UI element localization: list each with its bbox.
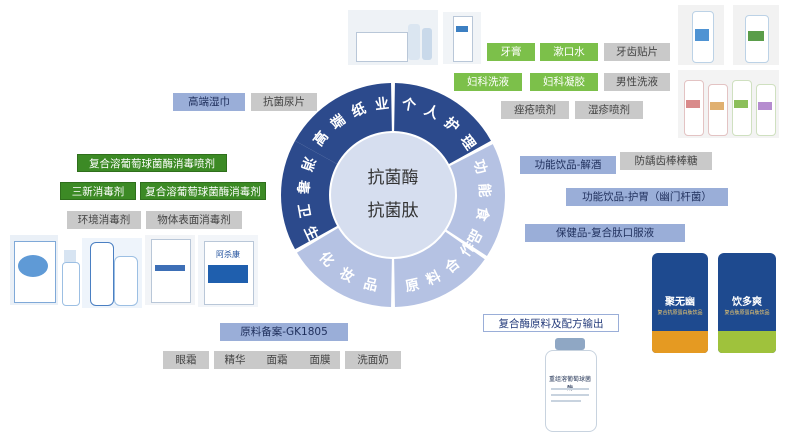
- tag-drink-stomach: 功能饮品-护胃（幽门杆菌）: [566, 188, 728, 206]
- spray-bottle-image: [733, 5, 779, 65]
- tag-eye-cream: 眼霜: [163, 351, 209, 369]
- tag-feminine-gel: 妇科凝胶: [530, 73, 598, 91]
- center-line-1: 抗菌酶: [368, 168, 419, 188]
- segment-cosmetics-char: 品: [362, 276, 379, 295]
- segment-functional-food-char: 食: [473, 205, 493, 223]
- segment-disinfection: [281, 140, 338, 250]
- feminine-care-products-image: [678, 70, 779, 138]
- sachet-yinduoshuang-brand: 饮多爽: [732, 297, 762, 308]
- segment-cosmetics: [296, 227, 392, 307]
- acesha-box-label: 阿杀康: [216, 250, 240, 259]
- segment-disinfection-char: 毒: [294, 179, 312, 194]
- center-circle: [331, 133, 455, 257]
- tag-sanxin-disinfectant: 三新消毒剂: [60, 182, 136, 200]
- tag-acne-spray: 痤疮喷剂: [501, 101, 569, 119]
- segment-high-end-paper: [295, 83, 392, 164]
- tooth-patch-product-image: [678, 5, 724, 65]
- disinfectant-bottle-image: [82, 238, 142, 308]
- segment-functional-food-char: 品: [464, 226, 485, 246]
- tag-face-mask: 面膜: [300, 351, 340, 369]
- tag-mouthwash: 漱口水: [540, 43, 598, 61]
- tag-toothpaste: 牙膏: [487, 43, 535, 61]
- tag-eczema-spray: 湿疹喷剂: [575, 101, 643, 119]
- tag-raw-material-output: 复合酶原料及配方输出: [483, 314, 619, 332]
- segment-disinfection-char: 消: [298, 155, 319, 174]
- segment-raw-material-char: 料: [424, 267, 444, 288]
- segment-high-end-paper-char: 纸: [349, 100, 368, 121]
- segment-raw-material-char: 原: [404, 277, 421, 296]
- spray-bottle-small-image: [60, 250, 80, 306]
- mouthwash-box-image: [348, 10, 438, 65]
- segment-functional-food-char: 功: [470, 158, 490, 176]
- segment-disinfection-char: 卫: [294, 203, 312, 220]
- acesha-box-image: 阿杀康: [198, 235, 258, 307]
- tag-staph-spray: 复合溶葡萄球菌酶消毒喷剂: [77, 154, 227, 172]
- sachet-yinduoshuang-image: 饮多爽 复合肽原蛋白肽饮品: [718, 253, 776, 353]
- tag-environment-disinfectant: 环境消毒剂: [67, 211, 141, 229]
- sachet-juwuyou-brand: 聚无幽: [665, 297, 695, 308]
- tag-feminine-wash: 妇科洗液: [454, 73, 522, 91]
- tag-health-peptide: 保健品-复合肽口服液: [525, 224, 685, 242]
- segment-functional-food-char: 能: [476, 183, 494, 198]
- sachet-yinduoshuang-sub: 复合肽原蛋白肽饮品: [724, 310, 770, 316]
- surface-disinfectant-image: [145, 235, 195, 305]
- segment-personal-care: [394, 83, 491, 164]
- tag-raw-material-record: 原料备案-GK1805: [220, 323, 348, 341]
- tag-male-wash: 男性洗液: [604, 73, 670, 91]
- tag-high-end-wipes: 高端湿巾: [173, 93, 245, 111]
- segment-functional-food: [446, 144, 505, 256]
- center-line-2: 抗菌肽: [368, 201, 419, 221]
- tag-staph-disinfectant: 复合溶葡萄球菌酶消毒剂: [140, 182, 266, 200]
- segment-personal-care-char: 个: [400, 95, 419, 115]
- disinfectant-box-image: [10, 235, 58, 305]
- enzyme-bottle-image: 重组溶葡萄球菌酶: [535, 338, 605, 432]
- tag-anti-caries-lollipop: 防龋齿棒棒糖: [620, 152, 712, 170]
- segment-disinfection-char: 生: [300, 223, 321, 243]
- sachet-juwuyou-sub: 复合抗原蛋白肽饮品: [657, 310, 703, 316]
- tag-face-cream: 面霜: [254, 351, 300, 369]
- segment-raw-material: [394, 231, 485, 307]
- ring-segments: 高端纸业个人护理功能食品原料合作化妆品消毒卫生: [281, 83, 505, 307]
- tag-tooth-patch: 牙齿贴片: [604, 43, 670, 61]
- tag-surface-disinfectant: 物体表面消毒剂: [146, 211, 242, 229]
- tag-essence: 精华: [214, 351, 256, 369]
- segment-high-end-paper-char: 业: [374, 96, 390, 114]
- tag-antibacterial-diaper: 抗菌尿片: [251, 93, 317, 111]
- tag-drink-hangover: 功能饮品-解酒: [520, 156, 616, 174]
- tag-face-wash: 洗面奶: [345, 351, 401, 369]
- toothpaste-image: [443, 12, 481, 64]
- sachet-juwuyou-image: 聚无幽 复合抗原蛋白肽饮品: [652, 253, 708, 353]
